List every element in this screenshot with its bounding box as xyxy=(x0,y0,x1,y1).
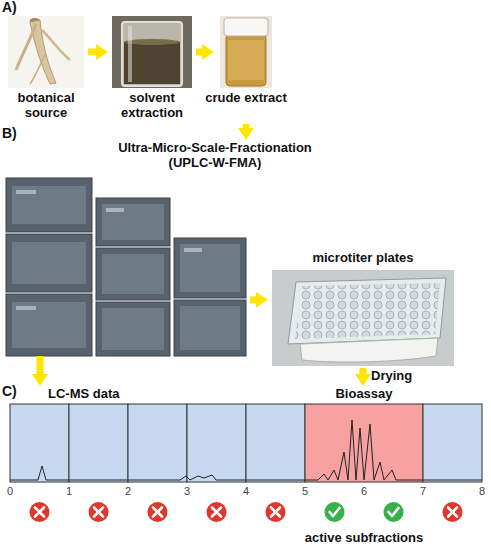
photo-node: solvent extraction xyxy=(108,14,196,124)
uplc-instrument xyxy=(102,254,164,294)
flow-arrow xyxy=(36,356,43,374)
uplc-instrument xyxy=(174,238,246,298)
uplc-instrument xyxy=(180,306,240,350)
extraction-photo xyxy=(128,26,132,82)
uplc-instrument xyxy=(96,302,170,356)
uplc-instrument xyxy=(6,234,92,292)
root-photo xyxy=(30,55,45,84)
axis-tick: 1 xyxy=(59,484,79,499)
chromatogram-segments xyxy=(69,404,128,482)
chromatogram-segments xyxy=(423,404,482,482)
uplc-instrument xyxy=(102,204,164,240)
note-text: active subfractions xyxy=(284,530,444,545)
node-label: solvent extraction xyxy=(102,90,202,120)
inactive-mark xyxy=(89,502,109,522)
axis-tick: 8 xyxy=(472,484,491,499)
extract-jar-photo xyxy=(228,40,264,80)
chromatogram-segments xyxy=(128,404,187,482)
axis-tick: 0 xyxy=(0,484,20,499)
uplc-instrument xyxy=(96,248,170,300)
microtiter-plate-photo xyxy=(288,278,446,344)
microtiter-plate-photo xyxy=(272,270,454,366)
uplc-instrument xyxy=(12,242,86,284)
root-photo xyxy=(16,24,36,70)
chromatogram-segments xyxy=(10,404,482,482)
chromatogram-segments xyxy=(305,404,423,482)
inactive-mark xyxy=(30,502,50,522)
axis-tick: 4 xyxy=(236,484,256,499)
uplc-instrument xyxy=(96,198,170,246)
flow-arrow xyxy=(88,48,96,55)
flow-arrow xyxy=(196,48,202,55)
active-mark xyxy=(325,502,404,522)
microtiter-plate-photo xyxy=(272,270,454,366)
extraction-photo xyxy=(112,16,192,88)
axis-tick: 3 xyxy=(177,484,197,499)
chromatogram-segments xyxy=(187,404,246,482)
flow-arrow xyxy=(360,368,367,374)
active-mark xyxy=(325,502,345,522)
panel-letter: B) xyxy=(2,126,32,141)
chromatogram-trace xyxy=(10,420,482,480)
flow-arrow xyxy=(250,296,256,303)
flow-arrow xyxy=(243,124,250,128)
chart-panel: LC-MS data Bioassay xyxy=(10,386,482,482)
uplc-instrument xyxy=(6,178,246,356)
root-photo xyxy=(42,30,70,60)
extraction-photo xyxy=(124,42,180,84)
chromatogram-segments xyxy=(10,404,69,482)
axis-tick: 6 xyxy=(354,484,374,499)
uplc-instrument xyxy=(16,306,36,310)
node-label: Bioassay xyxy=(305,386,423,401)
node-label: crude extract xyxy=(204,90,288,105)
uplc-instrument xyxy=(102,308,164,350)
root-photo xyxy=(8,16,84,88)
inactive-mark xyxy=(443,502,463,522)
instrument-node: Ultra-Micro-Scale-Fractionation (UPLC-W-… xyxy=(4,140,250,356)
inactive-mark xyxy=(207,502,227,522)
chromatogram-segments xyxy=(246,404,305,482)
uplc-instrument xyxy=(184,248,202,252)
active-mark xyxy=(384,502,404,522)
extraction-photo xyxy=(112,16,192,88)
inactive-mark xyxy=(148,502,168,522)
extract-jar-photo xyxy=(224,18,268,36)
root-photo xyxy=(30,18,40,22)
axis-tick: 7 xyxy=(413,484,433,499)
uplc-instrument xyxy=(180,244,240,292)
uplc-instrument xyxy=(6,178,92,232)
inactive-mark xyxy=(30,502,463,522)
uplc-instrument xyxy=(106,208,124,212)
uplc-instrument xyxy=(12,302,86,348)
node-label: LC-MS data xyxy=(48,386,168,401)
uplc-instrument xyxy=(12,186,86,224)
panel-letter: C) xyxy=(2,384,32,399)
photo-node: crude extract xyxy=(214,14,278,124)
extract-jar-photo xyxy=(220,16,272,88)
extract-jar-photo xyxy=(226,34,266,86)
inactive-mark xyxy=(266,502,286,522)
uplc-instrument xyxy=(174,300,246,356)
plate-node: microtiter plates xyxy=(268,250,458,368)
root-photo xyxy=(8,16,84,88)
node-label: Ultra-Micro-Scale-Fractionation (UPLC-W-… xyxy=(100,140,330,170)
node-label: botanical source xyxy=(0,90,96,120)
uplc-instrument xyxy=(6,294,92,356)
active-band: Bioassay xyxy=(305,386,423,482)
panel-letter: A) xyxy=(2,0,32,15)
microtiter-plate-photo xyxy=(300,338,438,362)
axis-tick: 2 xyxy=(118,484,138,499)
axis-tick: 5 xyxy=(295,484,315,499)
extraction-photo xyxy=(122,22,182,86)
node-label: microtiter plates xyxy=(268,250,458,265)
photo-node: botanical source xyxy=(4,14,88,124)
edge-label: Drying xyxy=(371,368,412,383)
extract-jar-photo xyxy=(220,16,272,88)
microtiter-plate-photo xyxy=(295,283,440,339)
extraction-photo xyxy=(124,39,180,45)
uplc-instrument xyxy=(16,190,36,194)
